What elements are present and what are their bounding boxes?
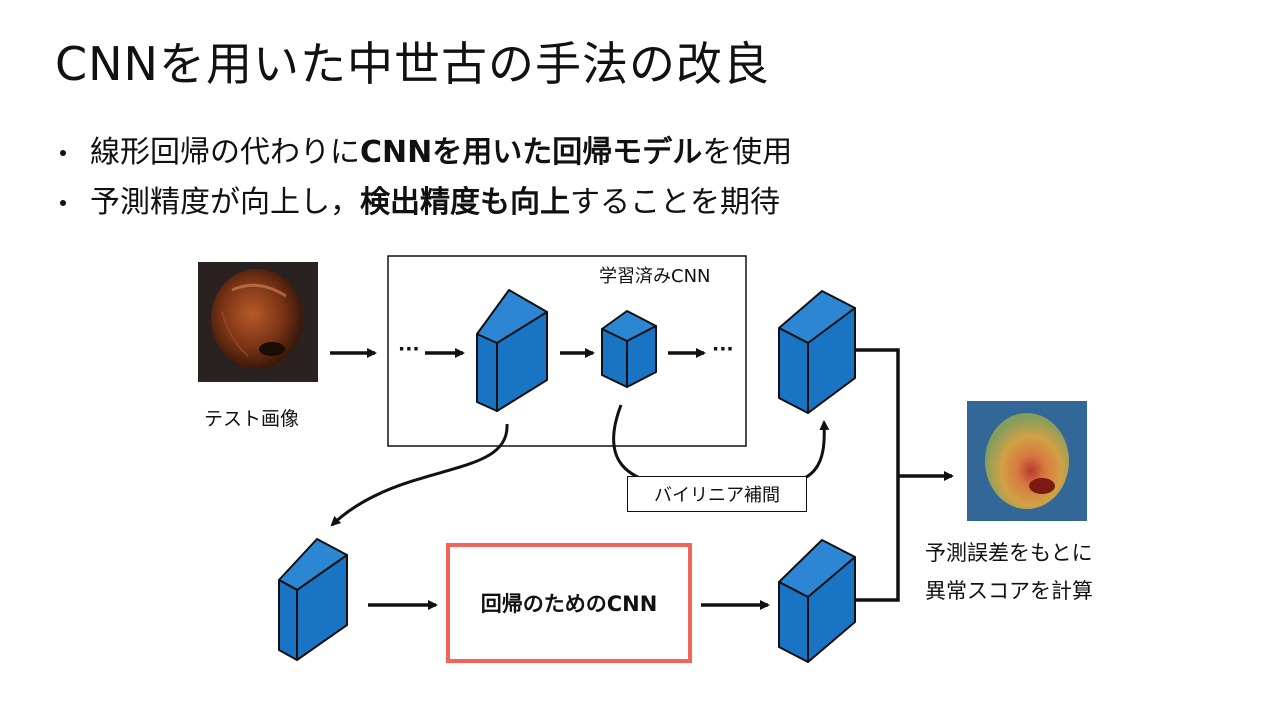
test-image-label: テスト画像 [204,408,300,430]
feature-map-regression-input [278,538,348,661]
regression-cnn-box: 回帰のためのCNN [446,543,692,663]
bullet-dot [60,150,66,156]
feature-map-concatenated [778,290,856,414]
bullet-list: 線形回帰の代わりにCNNを用いた回帰モデルを使用 予測精度が向上し，検出精度も向… [60,128,792,228]
merge-bracket [855,348,900,602]
result-caption-line-2: 異常スコアを計算 [925,579,1093,603]
pretrained-cnn-frame [387,255,747,447]
bullet-2-tail: することを期待 [570,185,780,220]
bullet-2-text: 予測精度が向上し， [90,185,360,220]
result-caption-line-1: 予測誤差をもとに [925,541,1093,565]
pretrained-cnn-label: 学習済みCNN [599,266,711,287]
anomaly-heatmap-image [967,401,1087,521]
bullet-1-tail: を使用 [702,135,793,170]
feature-map-regression-output [778,539,856,663]
feature-map-pretrained-2 [601,310,657,388]
ellipsis-right: ··· [712,338,734,360]
bullet-item-2: 予測精度が向上し，検出精度も向上することを期待 [60,178,792,228]
test-image [198,262,318,382]
result-caption: 予測誤差をもとに 異常スコアを計算 [925,534,1093,610]
feature-map-pretrained-1 [476,289,548,412]
bullet-dot [60,200,66,206]
arrow-to-regression-input [330,423,509,527]
bullet-1-bold: CNNを用いた回帰モデル [360,135,703,170]
slide-title: CNNを用いた中世古の手法の改良 [55,37,770,91]
bullet-2-bold: 検出精度も向上 [360,185,570,220]
ellipsis-left: ··· [398,338,420,360]
bullet-1-text: 線形回帰の代わりに [90,135,360,170]
bilinear-interpolation-label: バイリニア補間 [627,476,807,512]
bullet-item-1: 線形回帰の代わりにCNNを用いた回帰モデルを使用 [60,128,792,178]
